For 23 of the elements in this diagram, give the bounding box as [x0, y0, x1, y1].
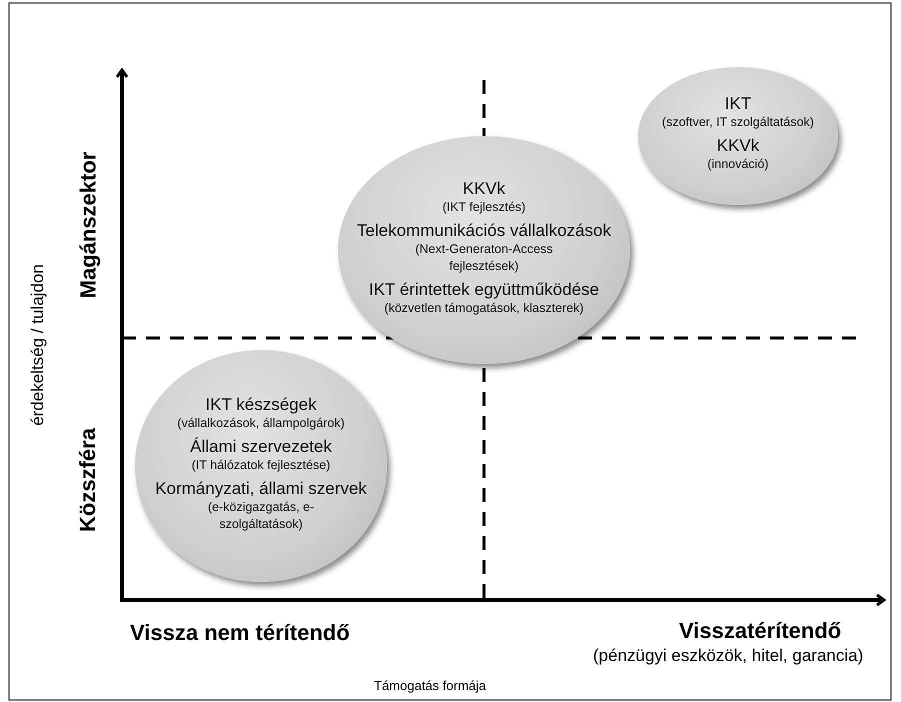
description-text: (vállalkozások, állampolgárok): [177, 414, 345, 432]
axis-title: Támogatás formája: [374, 678, 486, 693]
description-text: (IT hálózatok fejlesztése): [192, 456, 330, 474]
heading-text: KKVk: [716, 136, 760, 156]
description-text: (innováció): [707, 156, 769, 173]
axis-category-label: Visszatérítendő: [679, 618, 842, 644]
heading-text: KKVk: [462, 178, 506, 198]
axis-title: érdekeltség / tulajdon: [28, 264, 48, 426]
description-text: (Next-Generaton-Access fejlesztések): [414, 240, 554, 274]
axis-category-label: Közszféra: [74, 428, 101, 532]
heading-text: IKT érintettek együttműködése: [368, 280, 600, 300]
axis-category-label: Magánszektor: [74, 152, 101, 298]
heading-text: IKT készségek: [205, 394, 317, 414]
axis-category-note: (pénzügyi eszközök, hitel, garancia): [593, 646, 864, 666]
description-text: (IKT fejlesztés): [442, 198, 526, 216]
axis-category-label: Vissza nem térítendő: [130, 620, 350, 646]
heading-text: Telekommunikációs vállalkozások: [356, 220, 612, 240]
description-text: (szoftver, IT szolgáltatások): [662, 114, 814, 131]
heading-text: IKT: [724, 94, 752, 114]
description-text: (e-közigazgatás, e-szolgáltatások): [206, 498, 316, 532]
heading-text: Állami szervezetek: [190, 436, 332, 456]
description-text: (közvetlen támogatások, klaszterek): [384, 300, 584, 316]
heading-text: Kormányzati, állami szervek: [155, 478, 367, 498]
